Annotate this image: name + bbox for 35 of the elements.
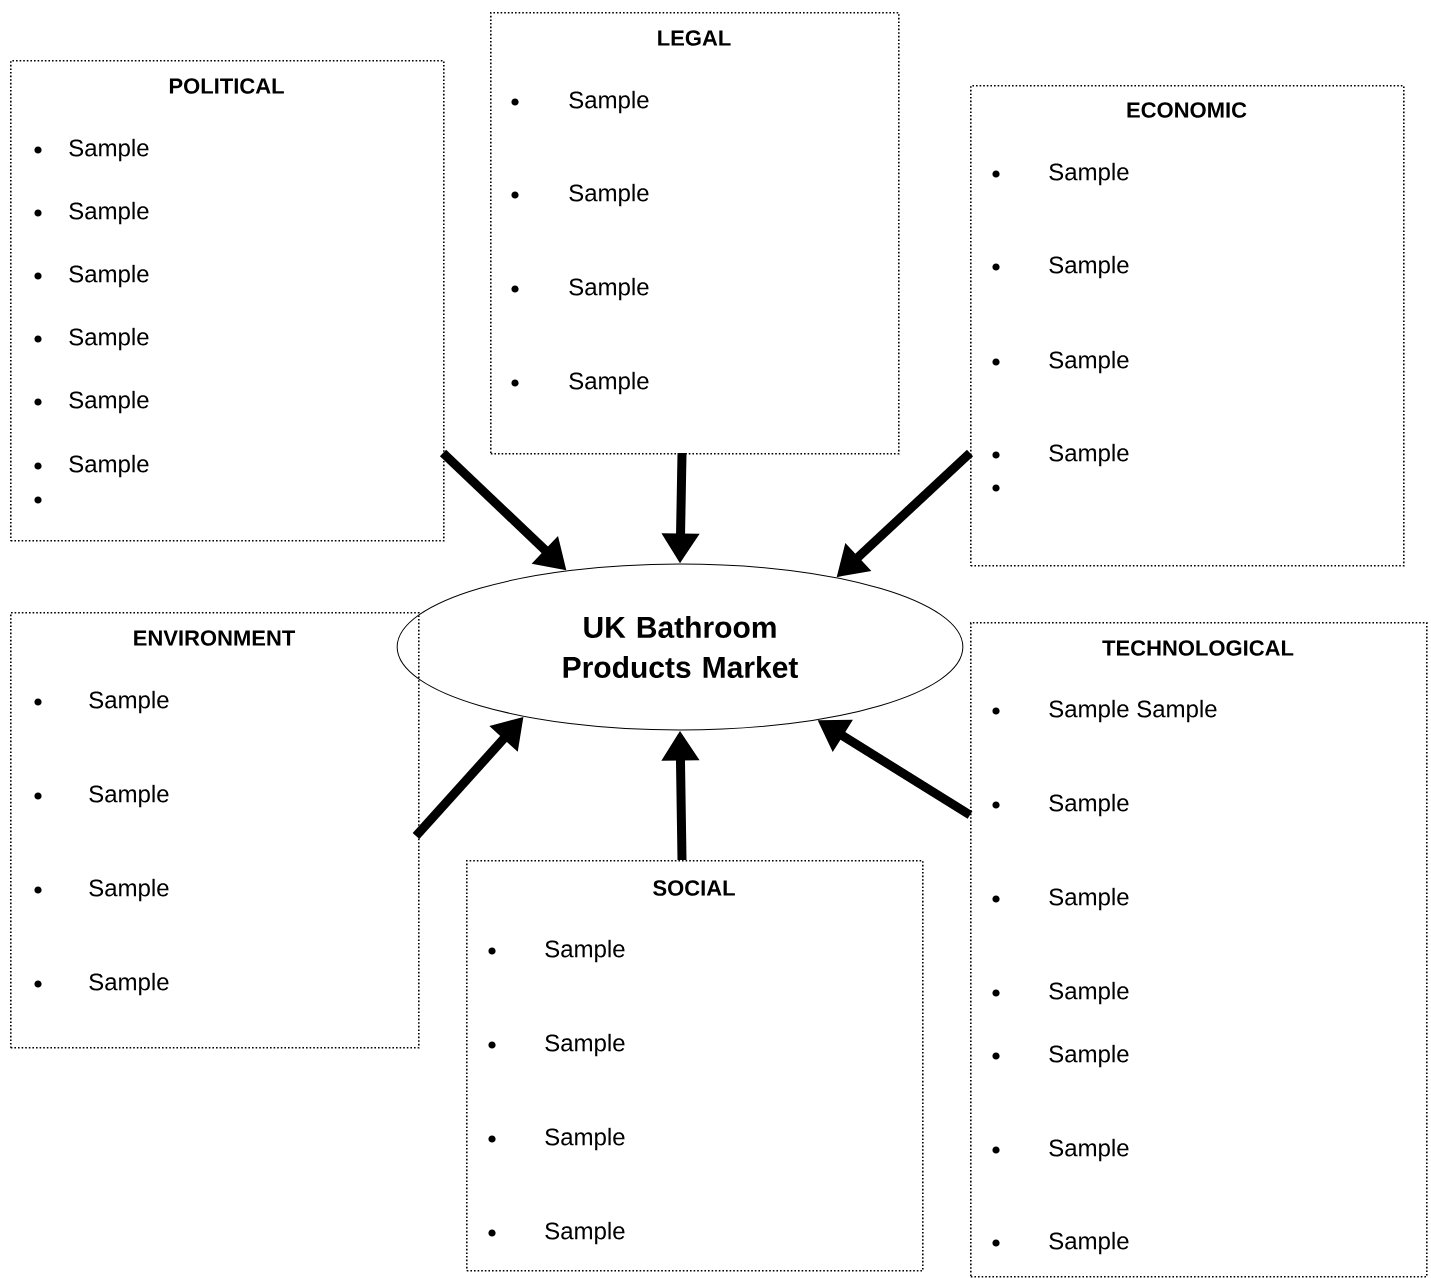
bullet-item: Sample bbox=[488, 1127, 625, 1151]
bullet-item: Sample bbox=[992, 1138, 1129, 1162]
bullet-item: Sample bbox=[34, 878, 169, 902]
bullet-item: Sample bbox=[992, 350, 1129, 374]
bullet-item: Sample bbox=[511, 371, 649, 395]
bullet-item: Sample bbox=[34, 454, 149, 478]
box-heading: LEGAL bbox=[658, 30, 731, 46]
bullet-item: Sample bbox=[488, 1221, 625, 1245]
bullet-item: Sample bbox=[34, 327, 149, 351]
bullet-item: Sample bbox=[34, 390, 149, 414]
bullet-item: Sample bbox=[511, 90, 649, 114]
bullet-item: Sample bbox=[34, 784, 169, 808]
bullet-item: Sample bbox=[992, 793, 1129, 817]
bullet-item: Sample Sample bbox=[992, 699, 1217, 723]
box-heading: ECONOMIC bbox=[1127, 102, 1247, 118]
bullet-item: Sample bbox=[992, 1231, 1129, 1255]
bullet-item: Sample bbox=[34, 690, 169, 714]
bullet-item: Sample bbox=[992, 981, 1129, 1005]
bullet-item: Sample bbox=[511, 183, 649, 207]
box-heading: TECHNOLOGICAL bbox=[1102, 640, 1294, 656]
box-heading: POLITICAL bbox=[169, 78, 284, 94]
bullet-item: Sample bbox=[992, 443, 1129, 467]
bullet-item: Sample bbox=[34, 264, 149, 288]
bullet-item: Sample bbox=[992, 1044, 1129, 1068]
bullet-item: Sample bbox=[992, 887, 1129, 911]
box-heading: SOCIAL bbox=[653, 880, 735, 896]
bullet-item: Sample bbox=[34, 201, 149, 225]
bullet-item: Sample bbox=[34, 138, 149, 162]
bullet-item: Sample bbox=[511, 277, 649, 301]
bullet-item: Sample bbox=[488, 1033, 625, 1057]
bullet-item: Sample bbox=[992, 255, 1129, 279]
bullet-item: Sample bbox=[992, 162, 1129, 186]
box-heading: ENVIRONMENT bbox=[134, 630, 296, 646]
bullet-item: Sample bbox=[488, 939, 625, 963]
bullet-item: Sample bbox=[34, 972, 169, 996]
